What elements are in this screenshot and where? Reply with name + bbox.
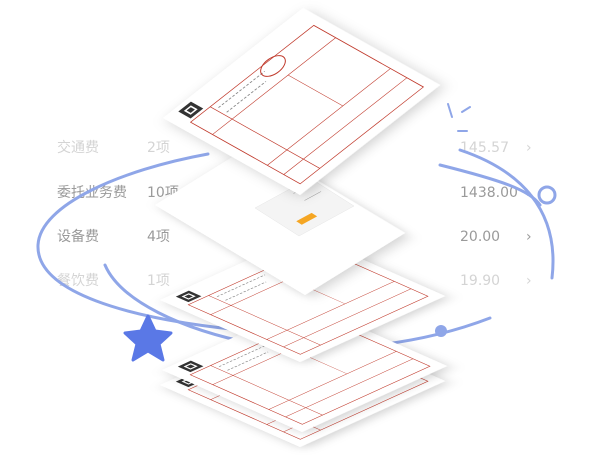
row-label: 交通费 [57, 140, 99, 156]
row-label: 餐饮费 [57, 273, 99, 289]
row-label: 设备费 [57, 229, 99, 245]
ring-icon [537, 185, 557, 205]
row-amount: 1438.00 [460, 185, 518, 201]
invoice-seal [260, 55, 286, 77]
orange-button [296, 212, 318, 225]
expense-row-dining[interactable]: 餐饮费 1项 19.90 › [0, 269, 604, 293]
dot-icon [435, 325, 447, 337]
row-count: 1项 [147, 273, 170, 289]
orbit-arc-inner [438, 163, 542, 207]
phone-screen [254, 177, 355, 237]
expense-row-equipment[interactable]: 设备费 4项 20.00 › [0, 225, 604, 249]
sparkle-icon [447, 103, 471, 132]
chevron-right-icon: › [526, 273, 532, 289]
row-amount: 20.00 [460, 229, 501, 245]
orbit-arc-left [36, 152, 264, 334]
row-count: 2项 [147, 140, 170, 156]
orbit-arc-right [458, 148, 555, 280]
row-count: 4项 [147, 229, 170, 245]
chevron-right-icon: › [526, 140, 532, 156]
row-amount: 19.90 [460, 273, 501, 289]
invoice-sheet-top [163, 8, 440, 195]
row-amount: 145.57 [460, 140, 509, 156]
row-label: 委托业务费 [57, 185, 127, 201]
expense-row-transport[interactable]: 交通费 2项 145.57 › [0, 136, 604, 160]
star-icon [123, 314, 173, 362]
chevron-right-icon: › [526, 229, 532, 245]
